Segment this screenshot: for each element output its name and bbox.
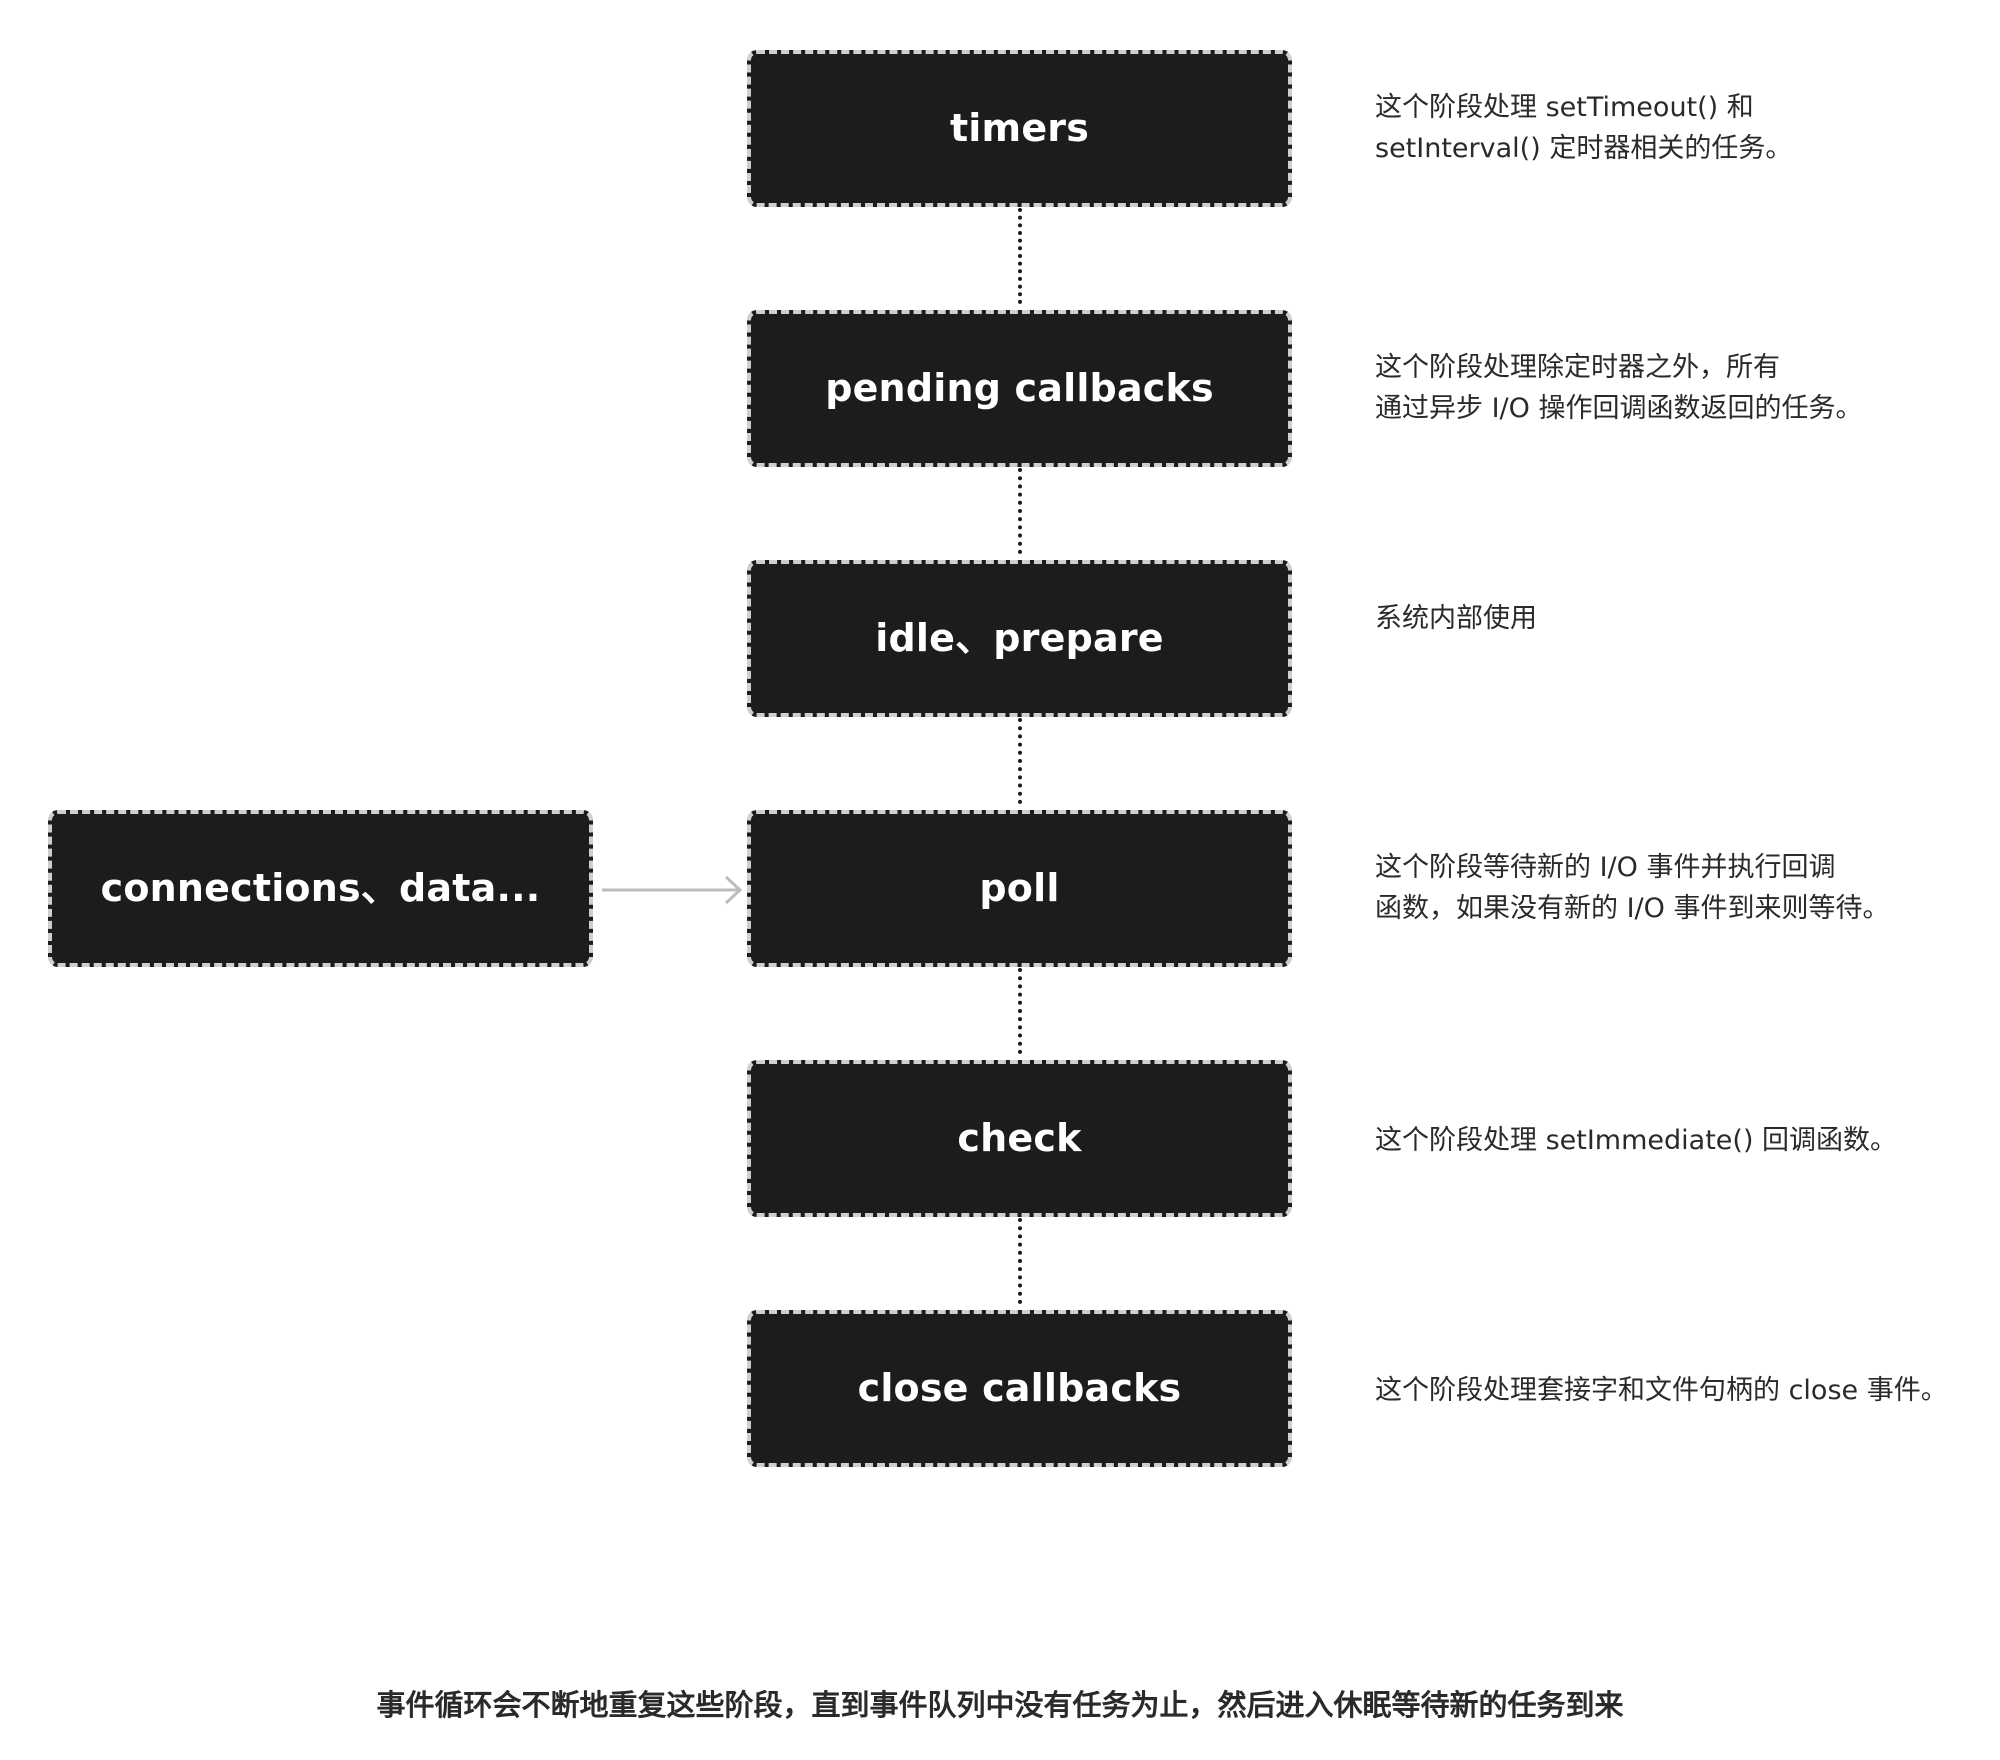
arrow-source-to-poll: [602, 875, 743, 905]
description-line: 这个阶段处理 setImmediate() 回调函数。: [1375, 1125, 1898, 1156]
phase-box-check: check: [747, 1060, 1292, 1217]
phase-label-pending-callbacks: pending callbacks: [825, 365, 1214, 410]
phase-box-idle-prepare: idle、prepare: [747, 560, 1292, 717]
arrow-head-icon: [724, 875, 743, 905]
phase-description-check: 这个阶段处理 setImmediate() 回调函数。: [1375, 1120, 1897, 1161]
phase-label-close-callbacks: close callbacks: [857, 1365, 1182, 1410]
source-label: connections、data...: [100, 865, 541, 910]
connector-pending-idle: [1018, 468, 1022, 554]
connector-idle-poll: [1018, 718, 1022, 804]
phase-box-poll: poll: [747, 810, 1292, 967]
phase-label-timers: timers: [949, 105, 1090, 150]
phase-label-check: check: [957, 1115, 1082, 1160]
description-line: 函数，如果没有新的 I/O 事件到来则等待。: [1375, 893, 1890, 924]
phase-description-idle-prepare: 系统内部使用: [1375, 598, 1537, 639]
description-line: 这个阶段处理除定时器之外，所有: [1375, 352, 1780, 383]
connector-timers-pending: [1018, 208, 1022, 304]
connector-poll-check: [1018, 968, 1022, 1054]
diagram-caption: 事件循环会不断地重复这些阶段，直到事件队列中没有任务为止，然后进入休眠等待新的任…: [376, 1688, 1624, 1722]
description-line: setInterval() 定时器相关的任务。: [1375, 133, 1793, 164]
phase-box-close-callbacks: close callbacks: [747, 1310, 1292, 1467]
phase-box-timers: timers: [747, 50, 1292, 207]
phase-description-timers: 这个阶段处理 setTimeout() 和 setInterval() 定时器相…: [1375, 87, 1792, 169]
description-line: 通过异步 I/O 操作回调函数返回的任务。: [1375, 393, 1863, 424]
description-line: 这个阶段处理套接字和文件句柄的 close 事件。: [1375, 1375, 1948, 1406]
description-line: 这个阶段等待新的 I/O 事件并执行回调: [1375, 852, 1836, 883]
phase-box-pending-callbacks: pending callbacks: [747, 310, 1292, 467]
description-line: 系统内部使用: [1375, 603, 1537, 634]
phase-description-close-callbacks: 这个阶段处理套接字和文件句柄的 close 事件。: [1375, 1370, 1948, 1411]
phase-label-poll: poll: [979, 865, 1060, 910]
phase-description-pending-callbacks: 这个阶段处理除定时器之外，所有 通过异步 I/O 操作回调函数返回的任务。: [1375, 347, 1862, 429]
phase-label-idle-prepare: idle、prepare: [875, 615, 1164, 660]
phase-description-poll: 这个阶段等待新的 I/O 事件并执行回调 函数，如果没有新的 I/O 事件到来则…: [1375, 847, 1889, 929]
source-box-connections-data: connections、data...: [48, 810, 593, 967]
connector-check-close: [1018, 1218, 1022, 1304]
description-line: 这个阶段处理 setTimeout() 和: [1375, 92, 1754, 123]
